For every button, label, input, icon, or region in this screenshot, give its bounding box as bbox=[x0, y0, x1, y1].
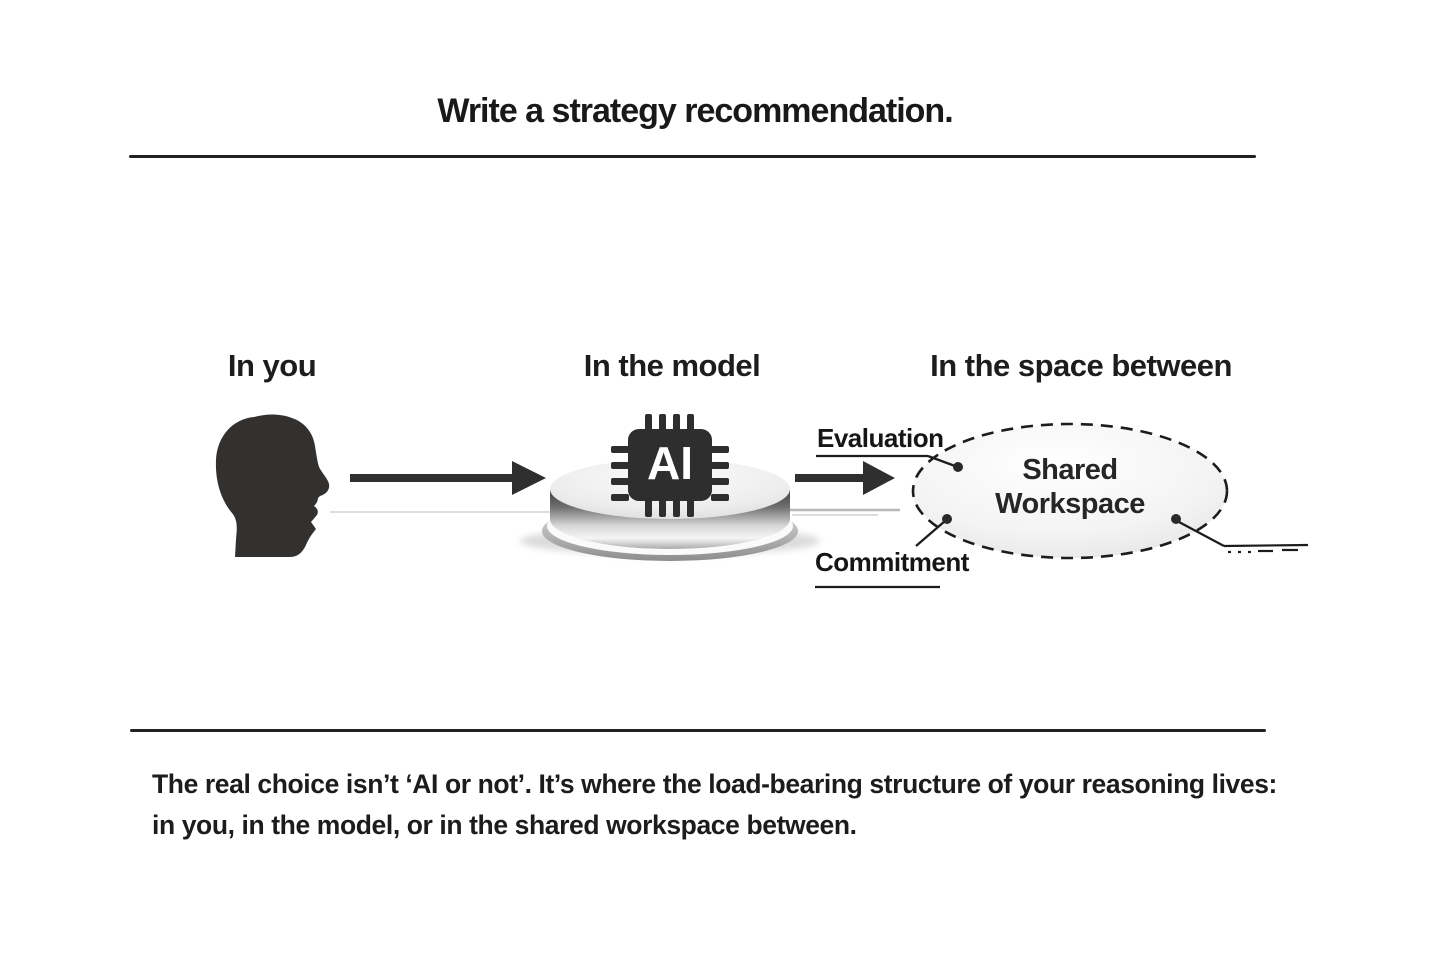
shared-workspace-label-line2: Workspace bbox=[995, 488, 1145, 520]
platform-disc bbox=[520, 459, 820, 561]
sketch-artifact-line bbox=[1171, 514, 1309, 554]
commitment-label: Commitment bbox=[815, 547, 969, 577]
arrow-right-icon bbox=[795, 461, 895, 495]
connector-dot bbox=[953, 462, 963, 472]
column-label-in-the-space-between: In the space between bbox=[930, 348, 1232, 383]
ai-chip-label: AI bbox=[647, 437, 693, 489]
shared-workspace-label-line1: Shared bbox=[1022, 454, 1118, 486]
evaluation-label: Evaluation bbox=[817, 423, 944, 453]
connector-dot bbox=[1171, 514, 1181, 524]
column-label-in-you: In you bbox=[227, 348, 317, 383]
arrow-right-icon bbox=[350, 461, 546, 495]
bottom-divider bbox=[130, 729, 1266, 732]
page-title: Write a strategy recommendation. bbox=[437, 92, 953, 130]
caption-text: The real choice isn’t ‘AI or not’. It’s … bbox=[152, 764, 1292, 846]
connector-dot bbox=[942, 514, 952, 524]
caption-line-1: The real choice isn’t ‘AI or not’. It’s … bbox=[152, 769, 1277, 799]
motion-streak-lines bbox=[330, 501, 908, 516]
caption-line-2: in you, in the model, or in the shared w… bbox=[152, 810, 857, 840]
shared-workspace-label: Shared Workspace bbox=[940, 453, 1200, 521]
ai-chip-icon bbox=[611, 414, 729, 517]
column-label-in-the-model: In the model bbox=[583, 348, 761, 383]
human-head-icon bbox=[215, 414, 330, 557]
top-divider bbox=[129, 155, 1256, 158]
commitment-callout-line bbox=[815, 514, 952, 589]
shared-workspace-ellipse bbox=[911, 422, 1229, 560]
evaluation-callout-line bbox=[816, 454, 963, 472]
